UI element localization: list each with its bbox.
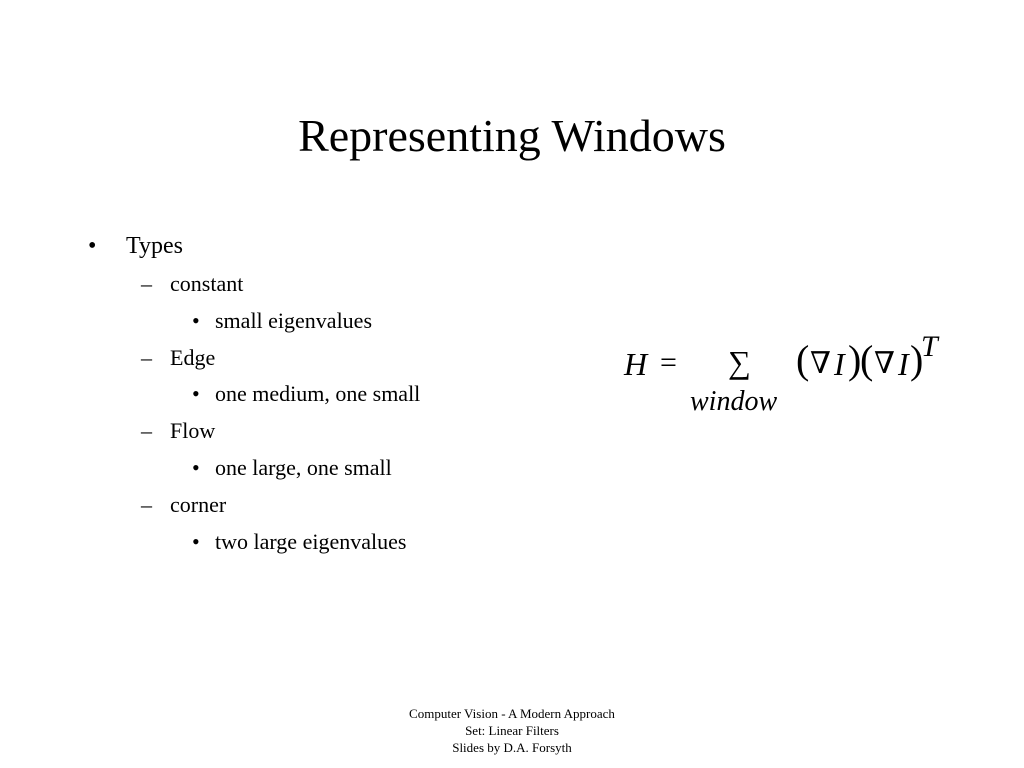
bullet-types: Types [126,233,183,259]
dash-marker: – [141,418,152,443]
bullet-marker: • [192,381,200,406]
formula-nabla: ∇ [810,347,831,380]
footer-line: Set: Linear Filters [465,723,559,738]
formula-open-paren: ( [796,337,810,382]
bullet-corner: corner [170,492,227,517]
bullet-marker: • [192,308,200,333]
formula-lhs: H [624,346,648,382]
formula-close-paren: ) [910,337,924,382]
formula-equals: = [660,346,677,379]
formula-superscript: T [921,330,938,363]
formula-nabla: ∇ [874,347,895,380]
formula-open-paren: ( [860,337,874,382]
structure-tensor-formula: H = ∑ window ( ∇ I ) ( ∇ I ) T [600,330,980,430]
bullet-constant: constant [170,271,244,296]
dash-marker: – [141,492,152,517]
slide-footer: Computer Vision - A Modern Approach Set:… [312,705,712,756]
footer-line: Slides by D.A. Forsyth [452,740,572,755]
bullet-edge: Edge [170,345,216,370]
formula-sum: ∑ [728,344,751,380]
formula-variable: I [834,346,845,382]
formula-close-paren: ) [848,337,862,382]
bullet-list: • Types – constant • small eigenvalues –… [88,233,421,554]
bullet-marker: • [192,455,200,480]
footer-line: Computer Vision - A Modern Approach [409,706,615,721]
bullet-corner-detail: two large eigenvalues [215,529,407,554]
bullet-marker: • [192,529,200,554]
formula-variable: I [898,346,909,382]
bullet-edge-detail: one medium, one small [215,381,421,406]
formula-subscript: window [690,386,778,417]
bullet-constant-detail: small eigenvalues [215,308,373,333]
bullet-flow-detail: one large, one small [215,455,392,480]
bullet-marker: • [88,233,97,259]
dash-marker: – [141,345,152,370]
slide-title: Representing Windows [298,110,726,161]
bullet-flow: Flow [170,418,216,443]
dash-marker: – [141,271,152,296]
